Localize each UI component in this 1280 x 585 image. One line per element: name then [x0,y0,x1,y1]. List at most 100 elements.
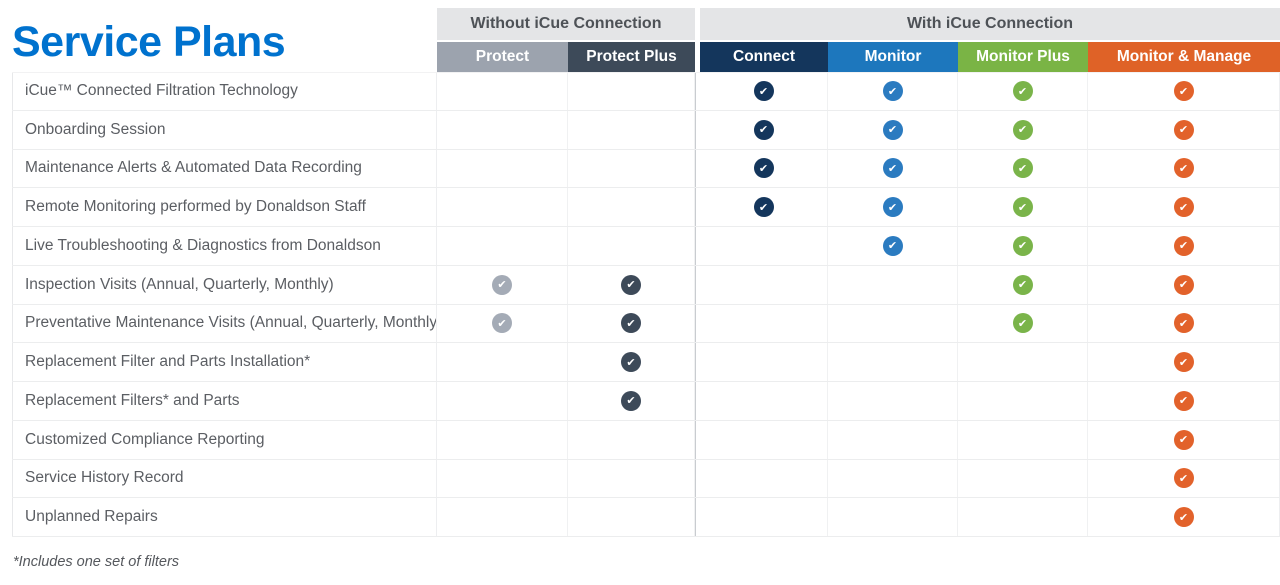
check-cell-connect [700,343,828,381]
check-cell-monitor-plus [958,420,1088,459]
check-icon: ✔ [1012,119,1033,140]
check-cell-monitor-manage: ✔ [1088,420,1280,459]
plan-header-monitor: Monitor [828,42,958,72]
check-icon: ✔ [1012,274,1033,295]
check-cell-monitor-plus [958,382,1088,420]
check-cell-monitor-plus: ✔ [958,188,1088,226]
check-icon: ✔ [753,81,774,102]
feature-label: Inspection Visits (Annual, Quarterly, Mo… [12,265,437,304]
check-cell-monitor-plus [958,343,1088,381]
check-icon: ✔ [1012,235,1033,256]
check-cell-monitor-manage: ✔ [1088,265,1280,304]
check-cell-protect-plus: ✔ [568,343,695,381]
check-cell-monitor-manage: ✔ [1088,459,1280,498]
check-cell-protect [437,110,568,149]
footnote: *Includes one set of filters [13,554,180,570]
check-cell-connect: ✔ [700,149,828,188]
check-icon: ✔ [1173,197,1194,218]
check-cell-monitor [828,459,958,498]
check-cell-connect [700,420,828,459]
check-icon: ✔ [1173,274,1194,295]
feature-label: Customized Compliance Reporting [12,420,437,459]
feature-label: Remote Monitoring performed by Donaldson… [12,188,437,226]
feature-label: Replacement Filters* and Parts [12,382,437,420]
check-cell-monitor: ✔ [828,73,958,110]
check-icon: ✔ [1173,313,1194,334]
check-cell-connect [700,498,828,536]
feature-label: Preventative Maintenance Visits (Annual,… [12,304,437,343]
check-cell-monitor [828,343,958,381]
group-gap [695,227,700,265]
check-cell-connect [700,227,828,265]
table-row: Inspection Visits (Annual, Quarterly, Mo… [12,265,1280,305]
check-icon: ✔ [621,390,641,411]
check-cell-monitor-plus [958,459,1088,498]
check-cell-protect [437,227,568,265]
group-gap [695,188,700,226]
check-cell-connect [700,304,828,343]
check-cell-connect: ✔ [700,73,828,110]
check-cell-protect [437,459,568,498]
check-icon: ✔ [621,274,641,295]
check-cell-monitor: ✔ [828,188,958,226]
check-icon: ✔ [753,158,774,179]
group-header-with-icue: With iCue Connection [700,8,1280,40]
check-cell-monitor-plus [958,498,1088,536]
check-cell-protect [437,188,568,226]
check-cell-protect-plus [568,227,695,265]
check-icon: ✔ [882,235,903,256]
check-cell-connect [700,459,828,498]
group-gap [695,382,700,420]
check-icon: ✔ [882,158,903,179]
check-cell-protect [437,73,568,110]
check-cell-monitor [828,382,958,420]
check-cell-monitor: ✔ [828,110,958,149]
plan-header-protect-plus: Protect Plus [568,42,695,72]
check-icon: ✔ [1012,81,1033,102]
check-icon: ✔ [621,313,641,334]
group-gap [695,498,700,536]
table-body: iCue™ Connected Filtration Technology✔✔✔… [12,72,1280,537]
check-cell-connect: ✔ [700,110,828,149]
check-icon: ✔ [621,352,641,373]
check-cell-monitor-manage: ✔ [1088,110,1280,149]
check-cell-monitor-plus: ✔ [958,110,1088,149]
check-cell-protect-plus [568,459,695,498]
check-cell-monitor-plus: ✔ [958,265,1088,304]
check-cell-protect-plus [568,73,695,110]
check-cell-monitor [828,265,958,304]
check-cell-monitor-manage: ✔ [1088,188,1280,226]
group-gap [695,110,700,149]
feature-label: Replacement Filter and Parts Installatio… [12,343,437,381]
check-icon: ✔ [1173,119,1194,140]
check-cell-monitor: ✔ [828,227,958,265]
plan-header-connect: Connect [700,42,828,72]
check-cell-monitor: ✔ [828,149,958,188]
check-icon: ✔ [1173,158,1194,179]
check-icon: ✔ [1012,197,1033,218]
check-cell-connect [700,265,828,304]
check-cell-monitor-manage: ✔ [1088,149,1280,188]
check-cell-protect-plus: ✔ [568,382,695,420]
check-cell-protect [437,382,568,420]
table-row: Unplanned Repairs✔ [12,498,1280,537]
table-row: Live Troubleshooting & Diagnostics from … [12,227,1280,266]
feature-label: Live Troubleshooting & Diagnostics from … [12,227,437,265]
group-gap [695,420,700,459]
check-cell-monitor [828,304,958,343]
table-row: Maintenance Alerts & Automated Data Reco… [12,149,1280,189]
check-cell-protect-plus [568,498,695,536]
service-plans-page: Service Plans Without iCue Connection Wi… [0,8,1280,585]
group-gap [695,343,700,381]
check-icon: ✔ [492,274,512,295]
plan-header-protect: Protect [437,42,568,72]
check-cell-protect: ✔ [437,304,568,343]
check-icon: ✔ [492,313,512,334]
check-cell-protect-plus: ✔ [568,265,695,304]
table-row: Onboarding Session✔✔✔✔ [12,110,1280,150]
check-cell-monitor [828,420,958,459]
table-row: Service History Record ✔ [12,459,1280,499]
feature-label: Service History Record [12,459,437,498]
check-cell-monitor-manage: ✔ [1088,498,1280,536]
